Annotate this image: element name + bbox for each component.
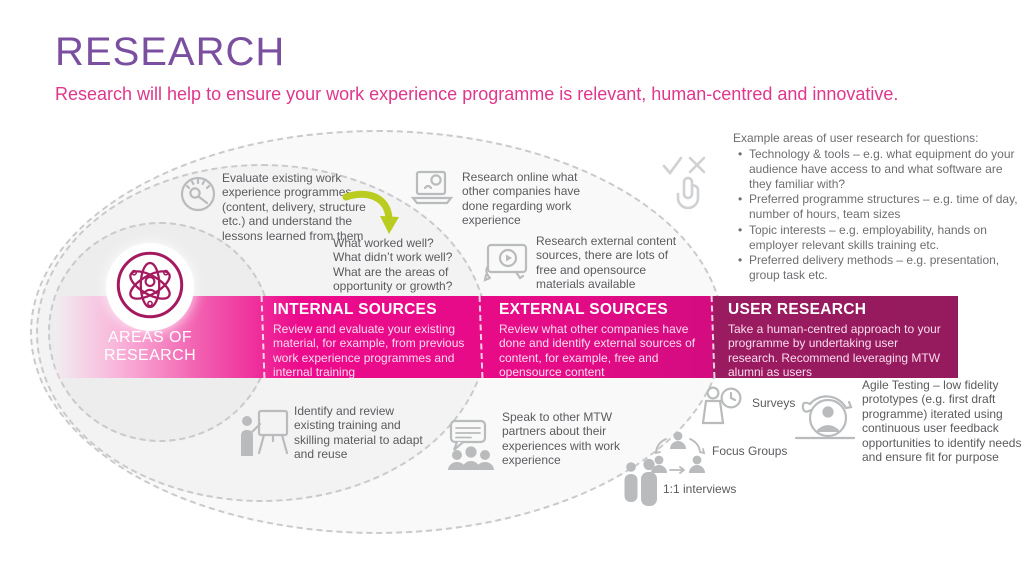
hand-check-cross-icon bbox=[660, 152, 714, 223]
example-bullet: Preferred delivery methods – e.g. presen… bbox=[738, 253, 1024, 283]
example-bullet: Preferred programme structures – e.g. ti… bbox=[738, 192, 1024, 222]
group-discussion-icon bbox=[444, 418, 498, 477]
external-sources-body: Review what other companies have done an… bbox=[499, 322, 696, 380]
interviews-label: 1:1 interviews bbox=[663, 482, 737, 496]
note-agile-testing: Agile Testing – low fidelity prototypes … bbox=[862, 378, 1022, 464]
two-people-icon bbox=[622, 458, 662, 517]
page-subtitle: Research will help to ensure your work e… bbox=[55, 84, 899, 104]
badge-label-line1: AREAS OF bbox=[107, 329, 193, 346]
note-speak-partners: Speak to other MTW partners about their … bbox=[502, 410, 621, 468]
examples-list: Technology & tools – e.g. what equipment… bbox=[733, 147, 1024, 283]
note-research-online: Research online what other companies hav… bbox=[462, 170, 581, 228]
user-research-heading: USER RESEARCH bbox=[728, 301, 867, 318]
survey-clock-icon bbox=[698, 384, 744, 433]
surveys-label: Surveys bbox=[752, 396, 796, 410]
gauge-search-icon bbox=[177, 172, 219, 219]
note-external-content: Research external content sources, there… bbox=[536, 234, 677, 292]
external-sources-heading: EXTERNAL SOURCES bbox=[499, 301, 669, 318]
example-bullet: Technology & tools – e.g. what equipment… bbox=[738, 147, 1024, 191]
presenter-board-icon bbox=[238, 406, 290, 469]
areas-band bbox=[55, 296, 958, 378]
note-identify-review: Identify and review existing training an… bbox=[294, 404, 423, 462]
question-line-1: What worked well? bbox=[333, 236, 434, 250]
atom-person-icon bbox=[113, 248, 187, 327]
areas-of-research-badge bbox=[106, 243, 194, 331]
focus-group-icon bbox=[650, 430, 706, 483]
curved-arrow-icon bbox=[342, 188, 404, 247]
question-line-2: What didn’t work well? bbox=[333, 250, 453, 265]
band-section-user-research: USER RESEARCH Take a human-centred appro… bbox=[728, 301, 946, 380]
focus-groups-label: Focus Groups bbox=[712, 444, 788, 458]
internal-sources-body: Review and evaluate your existing materi… bbox=[273, 322, 465, 380]
note-evaluate-existing: Evaluate existing work experience progra… bbox=[222, 171, 366, 243]
page-title: RESEARCH bbox=[55, 30, 286, 74]
badge-label: AREAS OF RESEARCH bbox=[78, 329, 222, 365]
badge-label-line2: RESEARCH bbox=[103, 346, 197, 364]
user-research-body: Take a human-centred approach to your pr… bbox=[728, 322, 941, 380]
band-section-external: EXTERNAL SOURCES Review what other compa… bbox=[499, 301, 697, 380]
laptop-research-icon bbox=[408, 168, 456, 211]
agile-iteration-icon bbox=[792, 386, 858, 451]
examples-intro: Example areas of user research for quest… bbox=[733, 131, 979, 145]
example-bullet: Topic interests – e.g. employability, ha… bbox=[738, 223, 1024, 253]
band-section-internal: INTERNAL SOURCES Review and evaluate you… bbox=[273, 301, 473, 380]
question-line-3: What are the areas of opportunity or gro… bbox=[333, 264, 453, 294]
note-questions: What worked well? What didn’t work well?… bbox=[333, 236, 503, 294]
video-content-icon bbox=[478, 240, 530, 291]
internal-sources-heading: INTERNAL SOURCES bbox=[273, 301, 437, 318]
user-research-examples: Example areas of user research for quest… bbox=[733, 131, 1024, 284]
